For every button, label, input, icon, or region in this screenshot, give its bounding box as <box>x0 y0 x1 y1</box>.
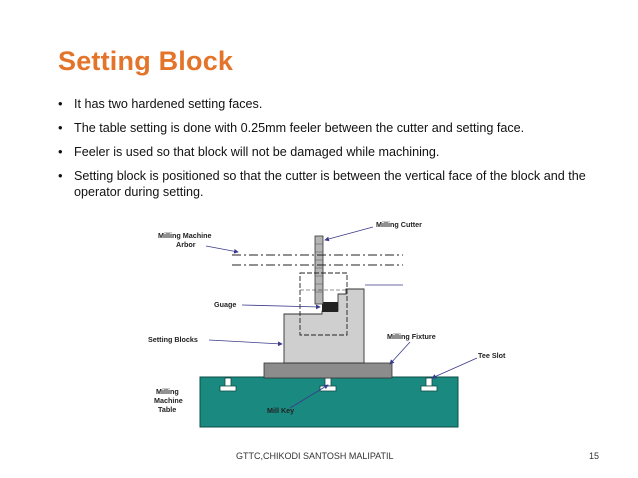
bullet-item: • Setting block is positioned so that the… <box>58 168 598 200</box>
label-milling-fixture: Milling Fixture <box>387 332 436 341</box>
label-arbor-line2: Arbor <box>176 240 196 249</box>
setting-block <box>283 288 365 364</box>
label-milling-cutter: Milling Cutter <box>376 220 422 229</box>
cutter-teeth <box>315 243 323 293</box>
bullet-text: Setting block is positioned so that the … <box>74 169 586 199</box>
bullet-text: It has two hardened setting faces. <box>74 97 263 111</box>
label-table-line2: Machine <box>154 396 183 405</box>
page-number: 15 <box>589 451 600 461</box>
bullet-item: • The table setting is done with 0.25mm f… <box>58 120 598 136</box>
bullet-text: Feeler is used so that block will not be… <box>74 145 440 159</box>
tee-slot-right <box>420 377 438 392</box>
label-tee-slot: Tee Slot <box>478 351 506 360</box>
bullet-text: The table setting is done with 0.25mm fe… <box>74 121 525 135</box>
footer-text: GTTC,CHIKODI SANTOSH MALIPATIL <box>236 451 394 461</box>
fixture-base <box>263 362 393 379</box>
label-table-line3: Table <box>158 405 176 414</box>
arbor-centerlines <box>232 254 403 266</box>
bullet-item: • Feeler is used so that block will not b… <box>58 144 598 160</box>
leader-lines <box>205 226 478 409</box>
cutter-phantom-outline <box>299 272 348 336</box>
bullet-symbol: • <box>58 96 63 111</box>
bullet-list: • It has two hardened setting faces. • The… <box>58 96 598 208</box>
bullet-symbol: • <box>58 144 63 159</box>
milling-cutter <box>314 235 324 305</box>
label-table-line1: Milling <box>156 387 179 396</box>
gauge <box>322 302 338 312</box>
tee-slot-left <box>219 377 237 392</box>
label-setting-blocks: Setting Blocks <box>148 335 198 344</box>
bullet-symbol: • <box>58 120 63 135</box>
label-mill-key: Mill Key <box>267 406 294 415</box>
bullet-item: • It has two hardened setting faces. <box>58 96 598 112</box>
bullet-symbol: • <box>58 168 63 183</box>
slide-title: Setting Block <box>58 46 234 76</box>
label-arbor-line1: Milling Machine <box>158 231 212 240</box>
label-guage: Guage <box>214 300 236 309</box>
